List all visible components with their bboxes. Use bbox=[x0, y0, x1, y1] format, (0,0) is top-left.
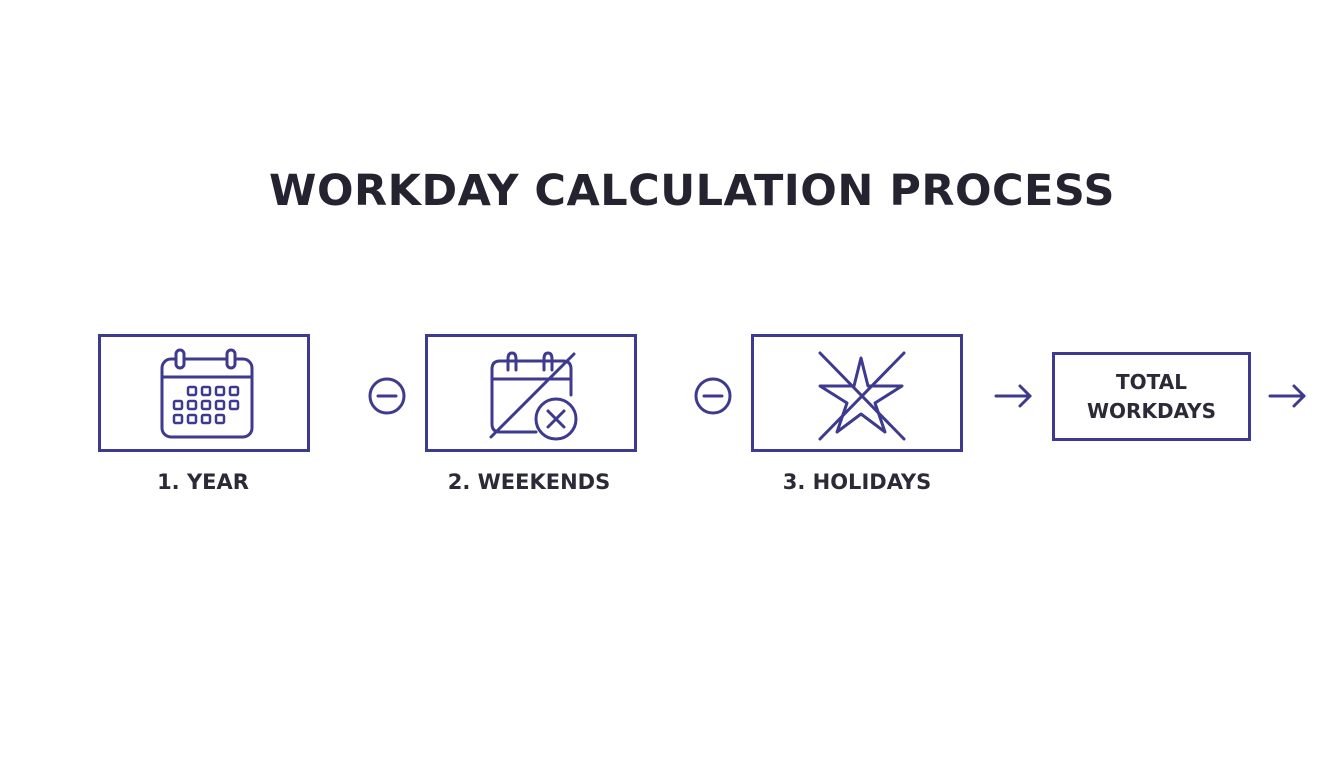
result-label-line2: WORKDAYS bbox=[1086, 398, 1216, 423]
calendar-icon bbox=[160, 348, 254, 439]
step-holidays-label: 3. HOLIDAYS bbox=[782, 470, 932, 494]
step-year-box bbox=[98, 334, 310, 452]
step-year-label: 1. YEAR bbox=[157, 470, 249, 494]
step-weekends-label: 2. WEEKENDS bbox=[447, 470, 611, 494]
arrow-right-icon bbox=[994, 384, 1032, 408]
result-label-line1: TOTAL bbox=[1116, 369, 1187, 394]
step-weekends-box bbox=[425, 334, 637, 452]
page-title: WORKDAY CALCULATION PROCESS bbox=[269, 166, 1115, 216]
minus-icon bbox=[694, 377, 732, 415]
minus-icon bbox=[368, 377, 406, 415]
arrow-right-icon bbox=[1268, 384, 1306, 408]
step-holidays-box bbox=[751, 334, 963, 452]
calendar-excluded-icon bbox=[489, 351, 578, 441]
total-workdays-box: TOTAL WORKDAYS bbox=[1052, 352, 1251, 441]
star-crossed-icon bbox=[818, 351, 906, 441]
